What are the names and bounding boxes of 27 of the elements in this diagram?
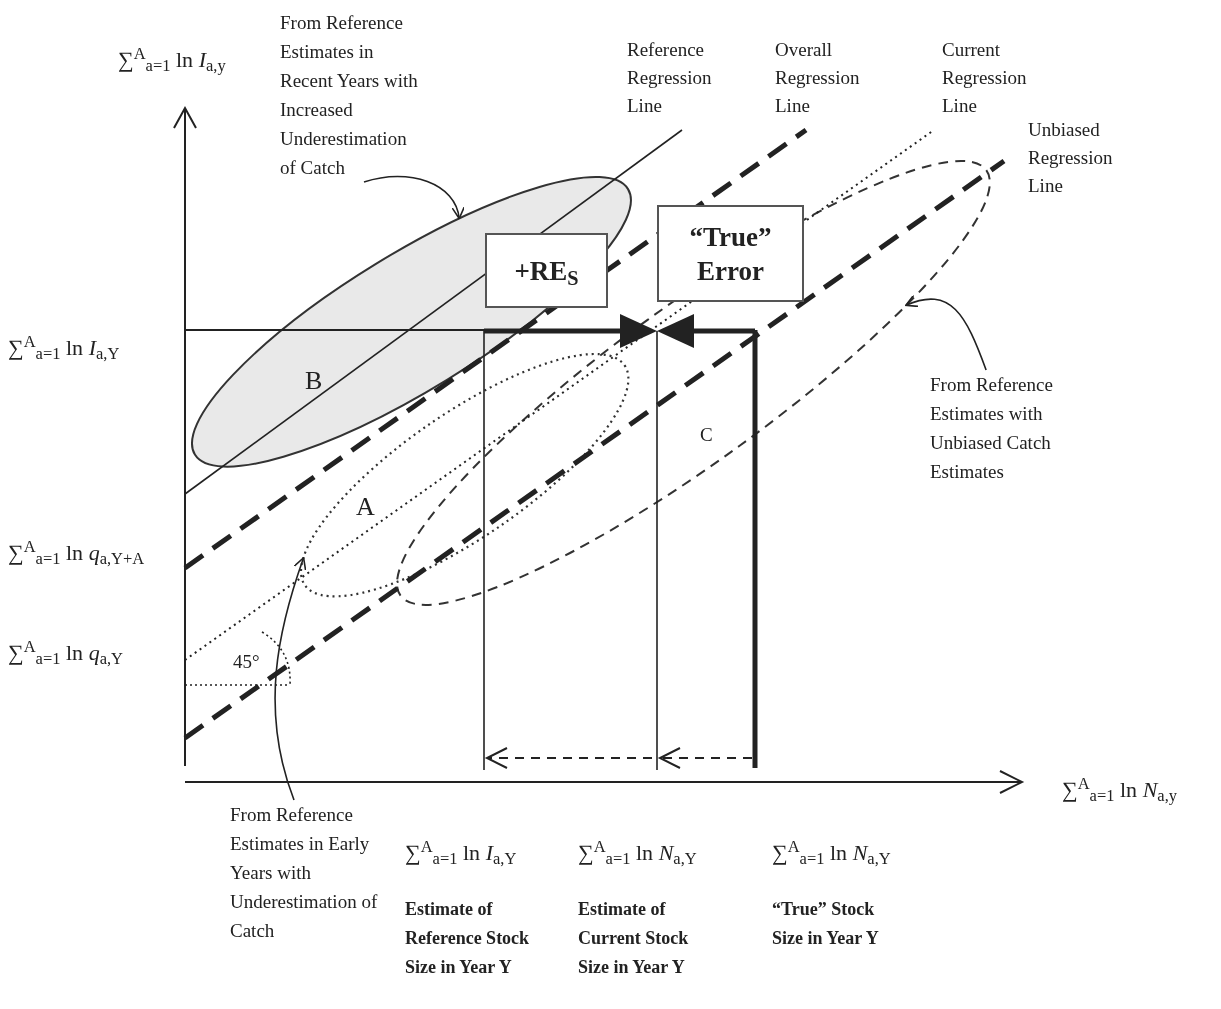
annotation-text: From Reference Estimates in Early Years with Underestimation of Catch: [230, 800, 390, 945]
caption-text: Estimate of Current Stock Size in Year Y: [578, 898, 690, 979]
leader-arrow: [274, 556, 307, 801]
line-label: Reference Regression Line: [627, 38, 713, 118]
region-label: C: [700, 423, 713, 447]
line-label: Current Regression Line: [942, 38, 1028, 118]
leader-arrow: [905, 295, 987, 371]
axis-label: ∑$^{A}$$_{a=1}$ ln I$_{a,y}$: [118, 45, 226, 75]
axis-label: ∑$^{A}$$_{a=1}$ ln I$_{a,Y}$: [405, 838, 517, 868]
angle-label: 45°: [233, 650, 260, 674]
axis-label: ∑$^{A}$$_{a=1}$ ln I$_{a,Y}$: [8, 333, 120, 363]
ellipse-label: B: [305, 368, 323, 394]
ellipse-label: A: [356, 494, 375, 520]
line-label: Unbiased Regression Line: [1028, 118, 1114, 198]
axis-label: ∑$^{A}$$_{a=1}$ ln N$_{a,y}$: [1062, 775, 1177, 805]
annotation-text: From Reference Estimates in Recent Years with Increased Underestimation of Catch: [280, 8, 420, 182]
data-ellipse: [301, 353, 629, 597]
annotation-text: From Reference Estimates with Unbiased Catch Estimates: [930, 370, 1100, 486]
caption-text: “True” Stock Size in Year Y: [772, 898, 880, 950]
leader-arrow: [363, 175, 464, 220]
line-label: Overall Regression Line: [775, 38, 861, 118]
axis-label: ∑$^{A}$$_{a=1}$ ln N$_{a,Y}$: [772, 838, 891, 868]
axis-label: ∑$^{A}$$_{a=1}$ ln q$_{a,Y+A}$: [8, 538, 145, 568]
error-box: “True” Error: [657, 205, 804, 302]
axis-label: ∑$^{A}$$_{a=1}$ ln N$_{a,Y}$: [578, 838, 697, 868]
axis-label: ∑$^{A}$$_{a=1}$ ln q$_{a,Y}$: [8, 638, 123, 668]
caption-text: Estimate of Reference Stock Size in Year Y: [405, 898, 530, 979]
